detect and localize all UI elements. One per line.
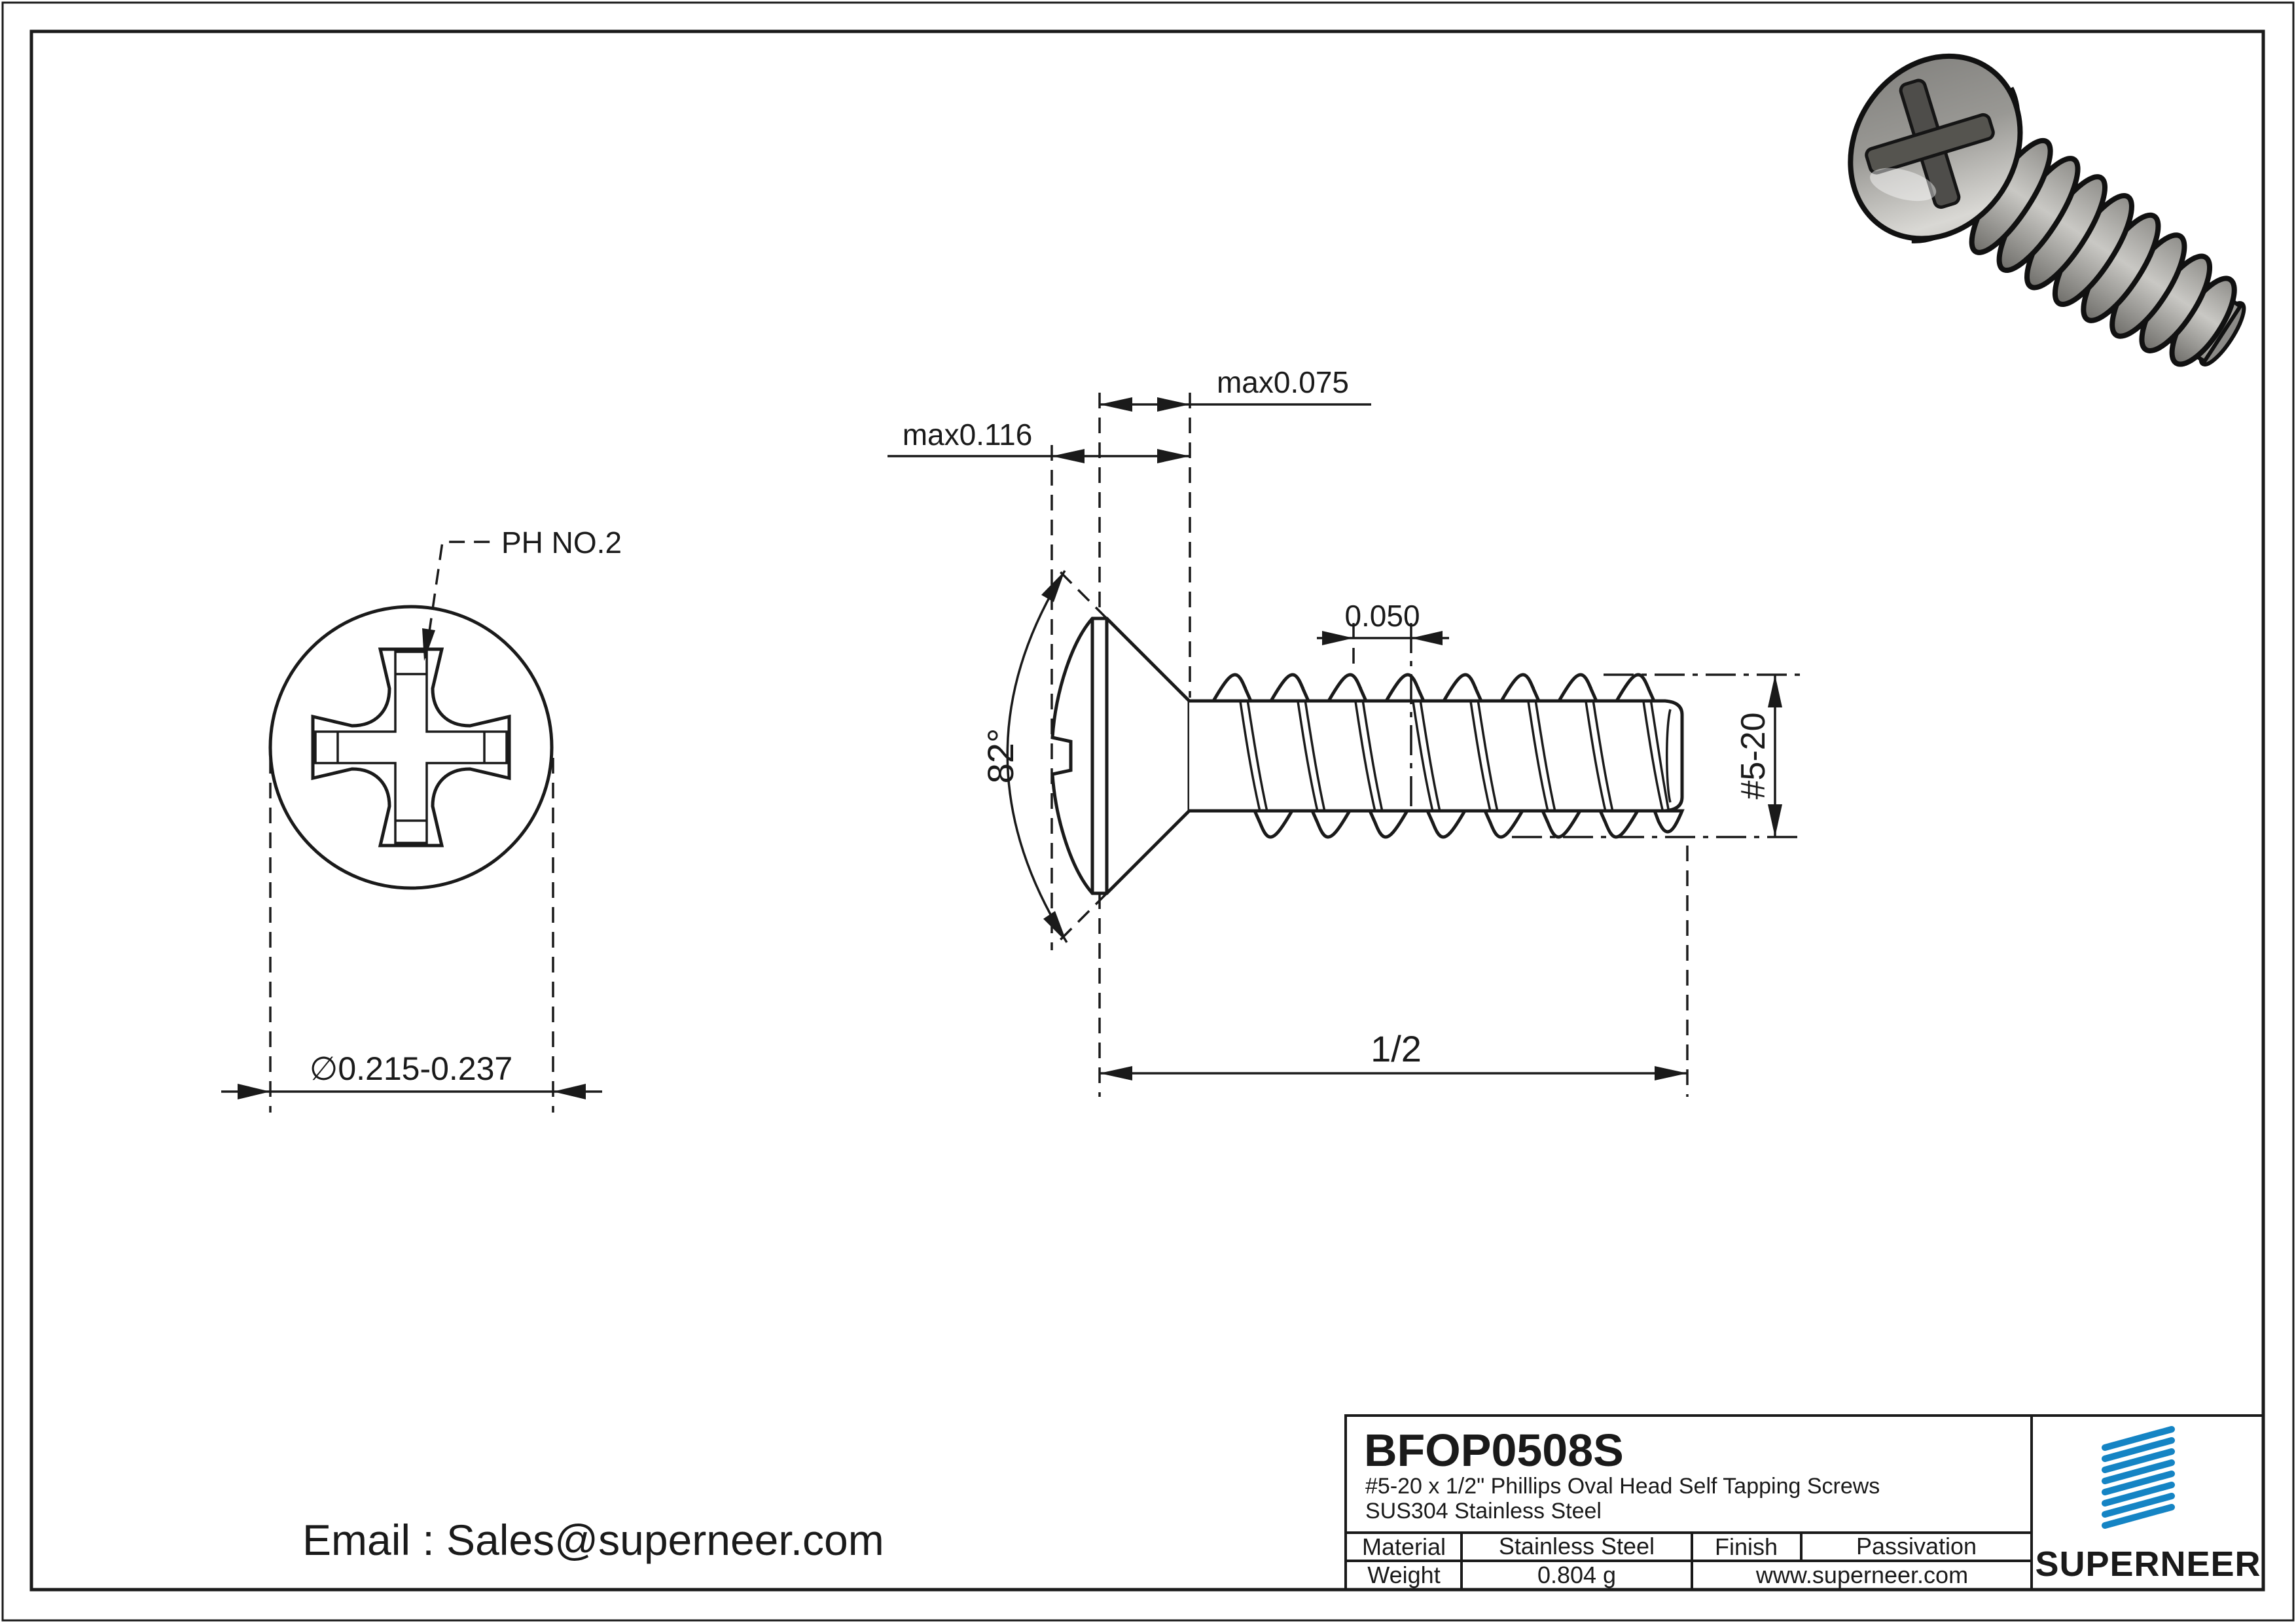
max075-arrow-left [1100, 397, 1132, 412]
email-line: Email : Sales@superneer.com [302, 1516, 884, 1564]
drawing-frame [29, 29, 2265, 1592]
shank-tip-inner-line [1666, 709, 1672, 803]
pitch-arrow-left [1322, 631, 1354, 645]
screw-3d-highlight [1870, 168, 1937, 202]
material-spec: SUS304 Stainless Steel [1365, 1499, 1602, 1524]
phillips-outer-cross [311, 647, 511, 847]
superneer-wordmark: SUPERNEER [2035, 1544, 2261, 1584]
diameter-label: ∅0.215-0.237 [310, 1050, 512, 1087]
size-arrow-top [1768, 675, 1782, 707]
phillips-inner-cross [314, 651, 508, 844]
max116-label: max0.116 [903, 418, 1033, 452]
thread-crests-bottom [1252, 809, 1685, 839]
screw-3d-threads [1969, 137, 2237, 367]
angle-label: 82° [980, 728, 1021, 784]
front-view: PH NO.2 ∅0.215-0.237 [221, 526, 622, 1113]
length-arrow-right [1655, 1066, 1687, 1080]
max075-arrow-right [1157, 397, 1190, 412]
max116-arrow-left [1052, 449, 1085, 463]
angle-arrow-bottom [1043, 911, 1067, 942]
part-number: BFOP0508S [1364, 1425, 1624, 1476]
angle-arc [1006, 570, 1068, 943]
superneer-logo: SUPERNEER [2035, 1426, 2261, 1584]
head-outline-circle [268, 605, 554, 890]
finish-label: Finish [1715, 1533, 1778, 1560]
weight-label: Weight [1367, 1561, 1440, 1588]
material-value: Stainless Steel [1499, 1533, 1655, 1560]
dia-arrow-left [238, 1084, 270, 1099]
dia-arrow-right [553, 1084, 586, 1099]
recess-leader-line [424, 541, 495, 659]
phillips-recess [311, 647, 511, 847]
finish-value: Passivation [1856, 1533, 1977, 1560]
recess-leader-arrow [422, 628, 435, 661]
side-view: 82° max0.075 max0.116 0.050 #5-20 [888, 365, 1800, 1097]
thread-crests-top [1210, 673, 1657, 703]
pitch-arrow-right [1411, 631, 1443, 645]
length-arrow-left [1100, 1066, 1132, 1080]
material-label: Material [1362, 1533, 1446, 1560]
angle-arrow-top [1041, 571, 1065, 602]
phillips-tip-ticks [336, 673, 486, 822]
recess-label: PH NO.2 [501, 526, 622, 560]
part-description: #5-20 x 1/2" Phillips Oval Head Self Tap… [1365, 1474, 1880, 1499]
max116-arrow-right [1157, 449, 1190, 463]
length-label: 1/2 [1371, 1028, 1422, 1069]
website-link[interactable]: www.superneer.com [1755, 1561, 1968, 1588]
max075-label: max0.075 [1217, 365, 1349, 399]
screw-3d-render [1848, 53, 2246, 367]
pitch-label: 0.050 [1344, 599, 1420, 633]
weight-value: 0.804 g [1537, 1561, 1616, 1588]
size-label: #5-20 [1734, 713, 1772, 800]
superneer-logo-stripes [2102, 1426, 2175, 1529]
size-arrow-bottom [1768, 804, 1782, 837]
title-block: BFOP0508S #5-20 x 1/2" Phillips Oval Hea… [1344, 1414, 2263, 1590]
screw-3d-phillips [1865, 79, 1995, 209]
